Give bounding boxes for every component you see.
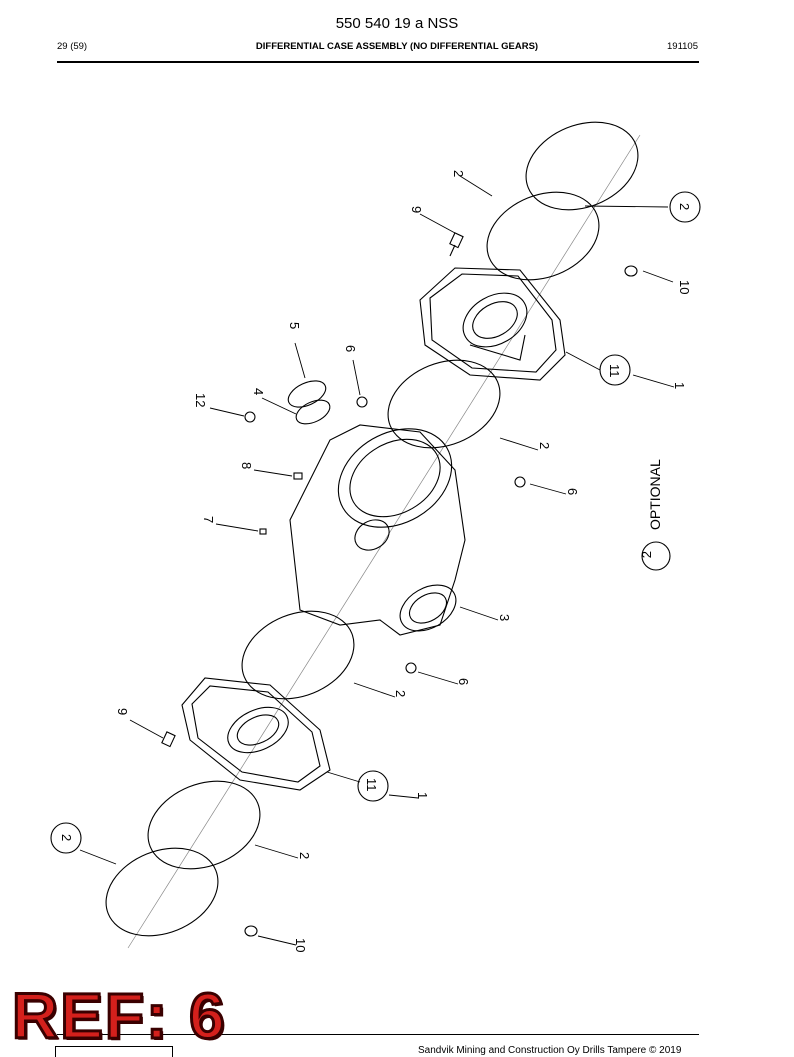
callout-2: 2 xyxy=(537,442,552,449)
plug-top xyxy=(624,265,638,277)
nipple xyxy=(293,472,303,480)
callout-10: 10 xyxy=(293,938,308,952)
optional-circle-number: 2 xyxy=(639,551,654,558)
callout-balloons xyxy=(50,191,701,854)
callout-2: 2 xyxy=(451,170,466,177)
document-date: 191105 xyxy=(667,41,698,52)
plug xyxy=(244,411,256,423)
callout-12: 12 xyxy=(193,393,208,407)
callout-6: 6 xyxy=(343,345,358,352)
page-number: 29 (59) xyxy=(57,41,88,52)
gasket-ring xyxy=(241,610,355,700)
reference-stamp: REF: 6 xyxy=(11,980,227,1052)
callout-10: 10 xyxy=(677,280,692,294)
callout-2-circled: 2 xyxy=(59,834,74,841)
plug xyxy=(514,476,526,488)
callout-1: 1 xyxy=(415,792,430,799)
document-id: 550 540 19 a NSS xyxy=(335,15,459,32)
gasket-ring xyxy=(525,121,639,211)
company-logo xyxy=(55,1046,173,1057)
optional-label: OPTIONAL xyxy=(647,459,663,530)
callout-8: 8 xyxy=(239,462,254,469)
footer-copyright: Sandvik Mining and Construction Oy Drill… xyxy=(418,1045,682,1056)
centre-line xyxy=(127,134,641,949)
bolt-bottom xyxy=(161,731,176,748)
header-rule xyxy=(57,61,699,63)
plug xyxy=(356,396,368,408)
flange-cover-bottom xyxy=(181,677,331,791)
callout-3: 3 xyxy=(497,614,512,621)
bolt-top xyxy=(449,232,464,257)
callout-2: 2 xyxy=(393,690,408,697)
callout-6: 6 xyxy=(565,488,580,495)
gasket-ring xyxy=(387,359,501,449)
callout-9: 9 xyxy=(409,206,424,213)
gasket-ring xyxy=(147,780,261,870)
gasket-ring xyxy=(105,847,219,937)
page-title: DIFFERENTIAL CASE ASSEMBLY (NO DIFFERENT… xyxy=(255,41,539,52)
footer-rule xyxy=(57,1034,699,1035)
callout-7: 7 xyxy=(201,516,216,523)
callout-4: 4 xyxy=(251,388,266,395)
callout-2-circled: 2 xyxy=(677,203,692,210)
differential-case xyxy=(289,424,466,636)
callout-9: 9 xyxy=(115,708,130,715)
pin xyxy=(259,528,267,535)
callout-6: 6 xyxy=(456,678,471,685)
callout-5: 5 xyxy=(287,322,302,329)
flange-cover-top xyxy=(419,267,566,381)
callout-1: 1 xyxy=(672,382,687,389)
plug xyxy=(405,662,417,674)
gasket-ring xyxy=(486,191,600,281)
o-ring xyxy=(287,380,327,408)
leader-lines xyxy=(79,175,675,946)
callout-11: 11 xyxy=(607,364,622,378)
o-ring xyxy=(295,399,331,425)
plug-bottom xyxy=(244,925,258,937)
callout-2: 2 xyxy=(297,852,312,859)
callout-11: 11 xyxy=(364,778,379,792)
